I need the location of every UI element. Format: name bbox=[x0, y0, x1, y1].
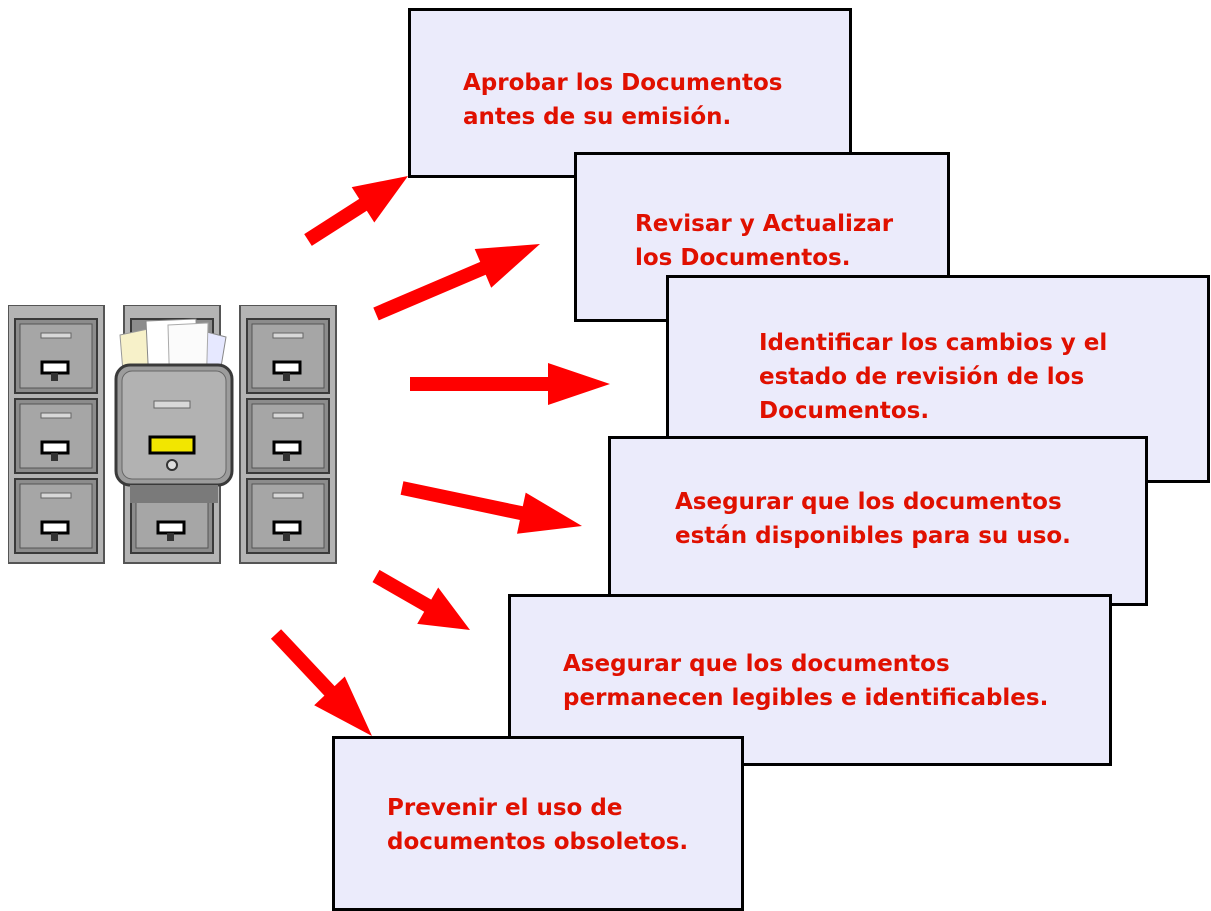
card-text: Identificar los cambios y el estado de r… bbox=[759, 330, 1108, 424]
red-arrow-icon bbox=[373, 244, 540, 321]
card-text: Asegurar que los documentos permanecen l… bbox=[563, 651, 1049, 711]
card-text: Prevenir el uso de documentos obsoletos. bbox=[387, 795, 689, 855]
card-documents-available: Asegurar que los documentos están dispon… bbox=[608, 436, 1148, 606]
red-arrow-icon bbox=[372, 569, 470, 630]
card-text: Asegurar que los documentos están dispon… bbox=[675, 489, 1071, 549]
red-arrow-icon bbox=[270, 629, 372, 736]
card-text: Revisar y Actualizar los Documentos. bbox=[635, 211, 894, 271]
card-prevent-obsolete: Prevenir el uso de documentos obsoletos. bbox=[332, 736, 744, 911]
file-cabinet-icon bbox=[8, 305, 337, 564]
card-text: Aprobar los Documentos antes de su emisi… bbox=[463, 70, 783, 130]
red-arrow-icon bbox=[400, 481, 582, 534]
card-approve-documents: Aprobar los Documentos antes de su emisi… bbox=[408, 8, 852, 178]
red-arrow-icon bbox=[304, 176, 408, 246]
red-arrow-icon bbox=[410, 363, 610, 405]
